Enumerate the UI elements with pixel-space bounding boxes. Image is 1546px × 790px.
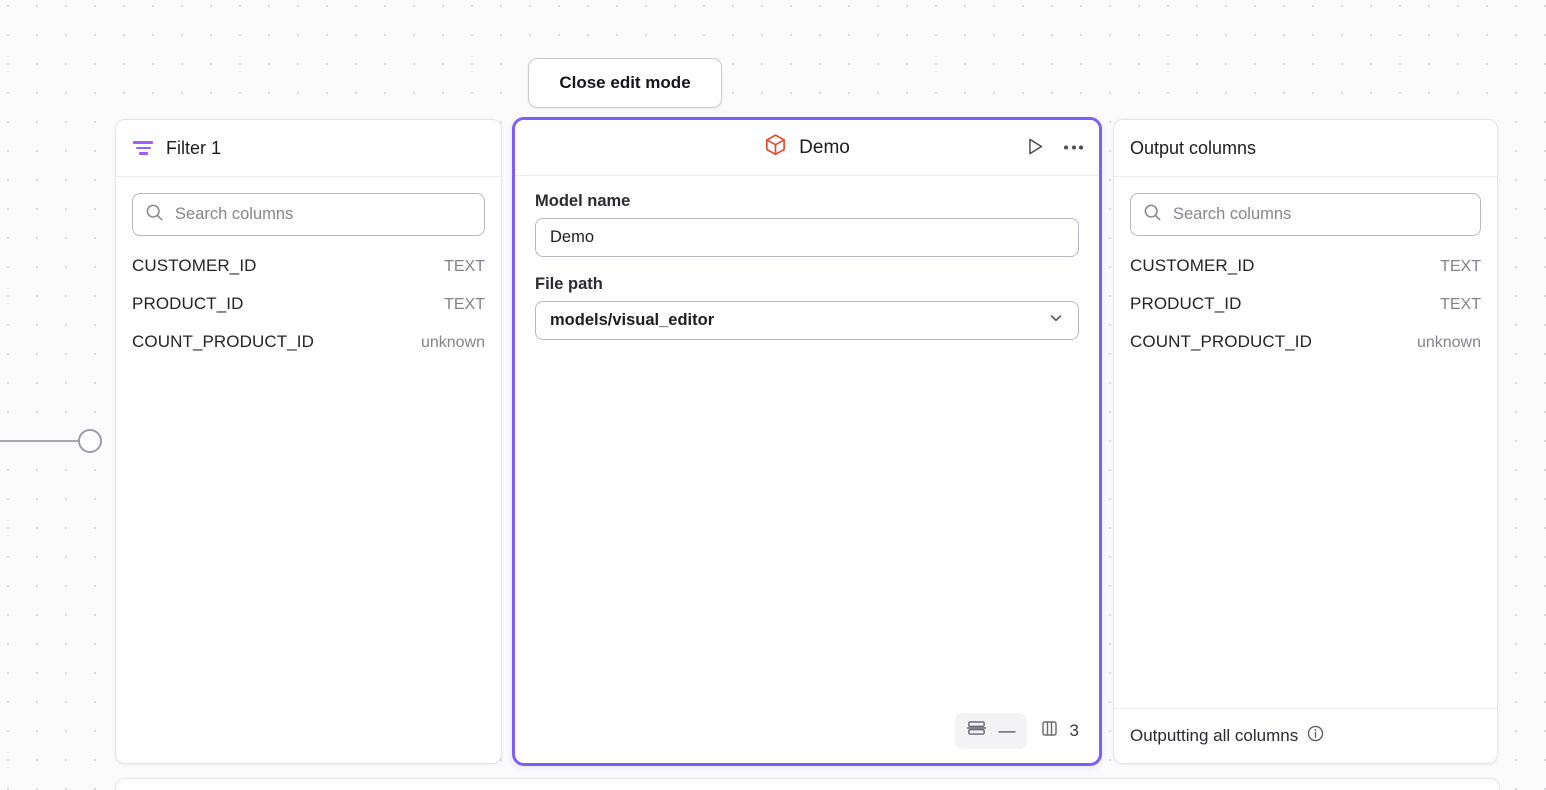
- more-options-button[interactable]: [1062, 144, 1085, 152]
- column-name: PRODUCT_ID: [132, 294, 244, 313]
- output-panel-body: CUSTOMER_ID TEXT PRODUCT_ID TEXT COUNT_P…: [1114, 177, 1497, 708]
- filter-icon: [132, 139, 154, 157]
- run-button[interactable]: [1022, 133, 1048, 162]
- bottom-partial-panel[interactable]: [115, 778, 1500, 790]
- column-type: unknown: [420, 334, 485, 351]
- model-footer: — 3: [515, 713, 1099, 763]
- file-path-label: File path: [535, 275, 603, 293]
- output-panel-title: Output columns: [1130, 137, 1257, 158]
- output-column-list: CUSTOMER_ID TEXT PRODUCT_ID TEXT COUNT_P…: [1130, 256, 1481, 370]
- column-name: CUSTOMER_ID: [132, 256, 257, 275]
- info-icon[interactable]: [1306, 724, 1325, 748]
- search-icon: [145, 203, 164, 227]
- filter-search-box[interactable]: [132, 193, 485, 236]
- column-name: COUNT_PRODUCT_ID: [132, 332, 315, 351]
- column-name: CUSTOMER_ID: [1130, 256, 1255, 275]
- close-edit-mode-button[interactable]: Close edit mode: [528, 58, 722, 108]
- search-icon: [1143, 203, 1162, 227]
- model-title-group: Demo: [764, 133, 850, 162]
- column-type: unknown: [1416, 334, 1481, 351]
- output-panel-footer: Outputting all columns: [1114, 708, 1497, 763]
- filter-panel-header: Filter 1: [116, 120, 501, 177]
- connection-handle[interactable]: [78, 429, 102, 453]
- output-columns-panel[interactable]: Output columns CUSTOMER_ID TEXT PRODU: [1113, 119, 1498, 764]
- connector-edge: [0, 440, 80, 442]
- output-search-box[interactable]: [1130, 193, 1481, 236]
- file-path-value: models/visual_editor: [550, 311, 715, 329]
- model-panel-title: Demo: [799, 136, 850, 158]
- output-footer-label: Outputting all columns: [1130, 726, 1299, 745]
- filter-column-list: CUSTOMER_ID TEXT PRODUCT_ID TEXT COUNT_P…: [132, 256, 485, 370]
- table-row[interactable]: PRODUCT_ID TEXT: [1130, 294, 1481, 332]
- model-panel-header: Demo: [515, 120, 1099, 176]
- column-type: TEXT: [1440, 258, 1481, 275]
- row-count-pill[interactable]: —: [954, 713, 1027, 749]
- table-row[interactable]: PRODUCT_ID TEXT: [132, 294, 485, 332]
- model-name-input[interactable]: [535, 218, 1079, 257]
- column-name: COUNT_PRODUCT_ID: [1130, 332, 1313, 351]
- table-row[interactable]: COUNT_PRODUCT_ID unknown: [132, 332, 485, 370]
- rows-icon: [966, 718, 987, 744]
- file-path-select[interactable]: models/visual_editor: [535, 301, 1079, 340]
- filter-panel-title: Filter 1: [166, 137, 222, 158]
- columns-icon: [1039, 718, 1060, 744]
- model-node-panel[interactable]: Demo Model name: [512, 117, 1102, 766]
- model-name-label: Model name: [535, 192, 631, 210]
- column-name: PRODUCT_ID: [1130, 294, 1242, 313]
- table-row[interactable]: COUNT_PRODUCT_ID unknown: [1130, 332, 1481, 370]
- output-panel-header: Output columns: [1114, 120, 1497, 177]
- table-row[interactable]: CUSTOMER_ID TEXT: [132, 256, 485, 294]
- filter-search-input[interactable]: [175, 205, 472, 224]
- filter-node-panel[interactable]: Filter 1 CUSTOMER_ID TEXT PRODUCT_ID: [115, 119, 502, 764]
- model-header-actions: [1022, 133, 1085, 162]
- column-type: TEXT: [1440, 296, 1481, 313]
- model-form: Model name File path models/visual_edito…: [515, 176, 1099, 340]
- column-type: TEXT: [444, 258, 485, 275]
- column-type: TEXT: [444, 296, 485, 313]
- filter-panel-body: CUSTOMER_ID TEXT PRODUCT_ID TEXT COUNT_P…: [116, 177, 501, 763]
- chevron-down-icon: [1048, 310, 1064, 331]
- table-row[interactable]: CUSTOMER_ID TEXT: [1130, 256, 1481, 294]
- column-count-value: 3: [1069, 721, 1079, 740]
- play-icon: [1024, 135, 1046, 160]
- ellipsis-icon: [1064, 145, 1083, 150]
- output-search-input[interactable]: [1173, 205, 1468, 224]
- row-count-value: —: [998, 721, 1016, 740]
- cube-icon: [764, 133, 787, 162]
- column-count-group[interactable]: 3: [1039, 718, 1079, 744]
